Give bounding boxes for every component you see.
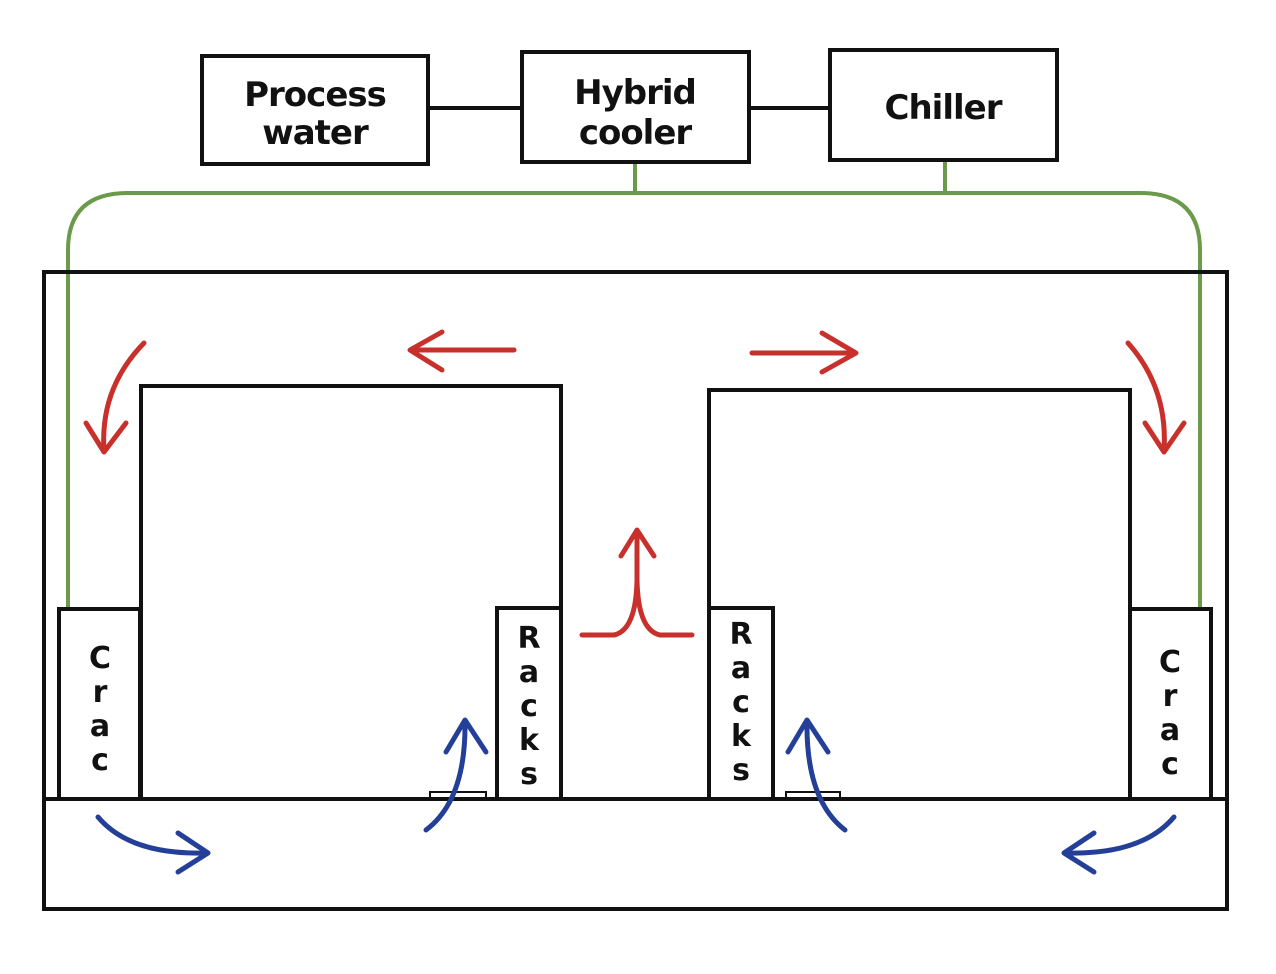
process-water-box: Process water — [200, 54, 430, 166]
crac-left-letter: c — [91, 743, 109, 778]
hot-air-arrows — [83, 329, 1187, 638]
racks-right-letter: c — [732, 685, 750, 720]
crac-left-letter: C — [89, 641, 111, 676]
chiller-label: Chiller — [885, 88, 1003, 128]
floor-vent-right — [785, 791, 841, 799]
racks-left-letter: c — [520, 689, 538, 724]
racks-right: R a c k s — [707, 606, 775, 801]
building — [42, 270, 1229, 911]
hot-air-arrow-curve-left — [83, 340, 147, 455]
crac-left-letter: a — [90, 709, 110, 744]
racks-left-letter: R — [517, 621, 540, 656]
hot-air-arrow-rising — [579, 527, 695, 638]
crac-left: C r a c — [57, 607, 142, 801]
crac-right-letter: a — [1160, 713, 1180, 748]
right-room-ceiling — [707, 388, 1132, 609]
crac-right: C r a c — [1128, 607, 1213, 801]
floor-vents — [429, 791, 841, 799]
pipe-main-loop — [66, 191, 1202, 610]
racks-left-letter: a — [519, 655, 539, 690]
hybrid-cooler-line1: Hybrid — [574, 73, 696, 113]
building-outline — [42, 270, 1229, 911]
floor-vent-left — [429, 791, 487, 799]
process-water-line2: water — [262, 113, 369, 153]
process-water-line1: Process — [244, 75, 386, 115]
racks-left-letter: k — [519, 723, 540, 758]
hot-air-arrow-top-left — [407, 329, 517, 373]
racks-right-letter: a — [731, 651, 751, 686]
cold-air-arrow-rising-right — [785, 717, 848, 833]
racks-right-letter: s — [732, 753, 750, 788]
cold-air-arrow-under-floor-left — [95, 814, 211, 875]
hybrid-cooler-line2: cooler — [579, 113, 693, 153]
left-room-ceiling — [139, 384, 563, 799]
racks-left: R a c k s — [495, 606, 563, 801]
hot-air-arrow-top-right — [749, 330, 859, 375]
chiller-box: Chiller — [828, 48, 1059, 162]
cold-air-arrows — [95, 717, 1177, 875]
crac-left-letter: r — [93, 675, 108, 710]
racks-left-letter: s — [520, 757, 538, 792]
hot-air-arrow-curve-right — [1125, 340, 1187, 455]
cold-air-arrow-under-floor-right — [1061, 814, 1177, 875]
hybrid-cooler-box: Hybrid cooler — [520, 50, 751, 164]
racks-right-letter: R — [729, 617, 752, 652]
crac-right-letter: c — [1161, 747, 1179, 782]
crac-right-letter: r — [1163, 679, 1178, 714]
racks-right-letter: k — [731, 719, 752, 754]
crac-right-letter: C — [1159, 645, 1181, 680]
coolant-pipes — [66, 162, 1202, 610]
cold-air-arrow-rising-left — [423, 717, 489, 833]
